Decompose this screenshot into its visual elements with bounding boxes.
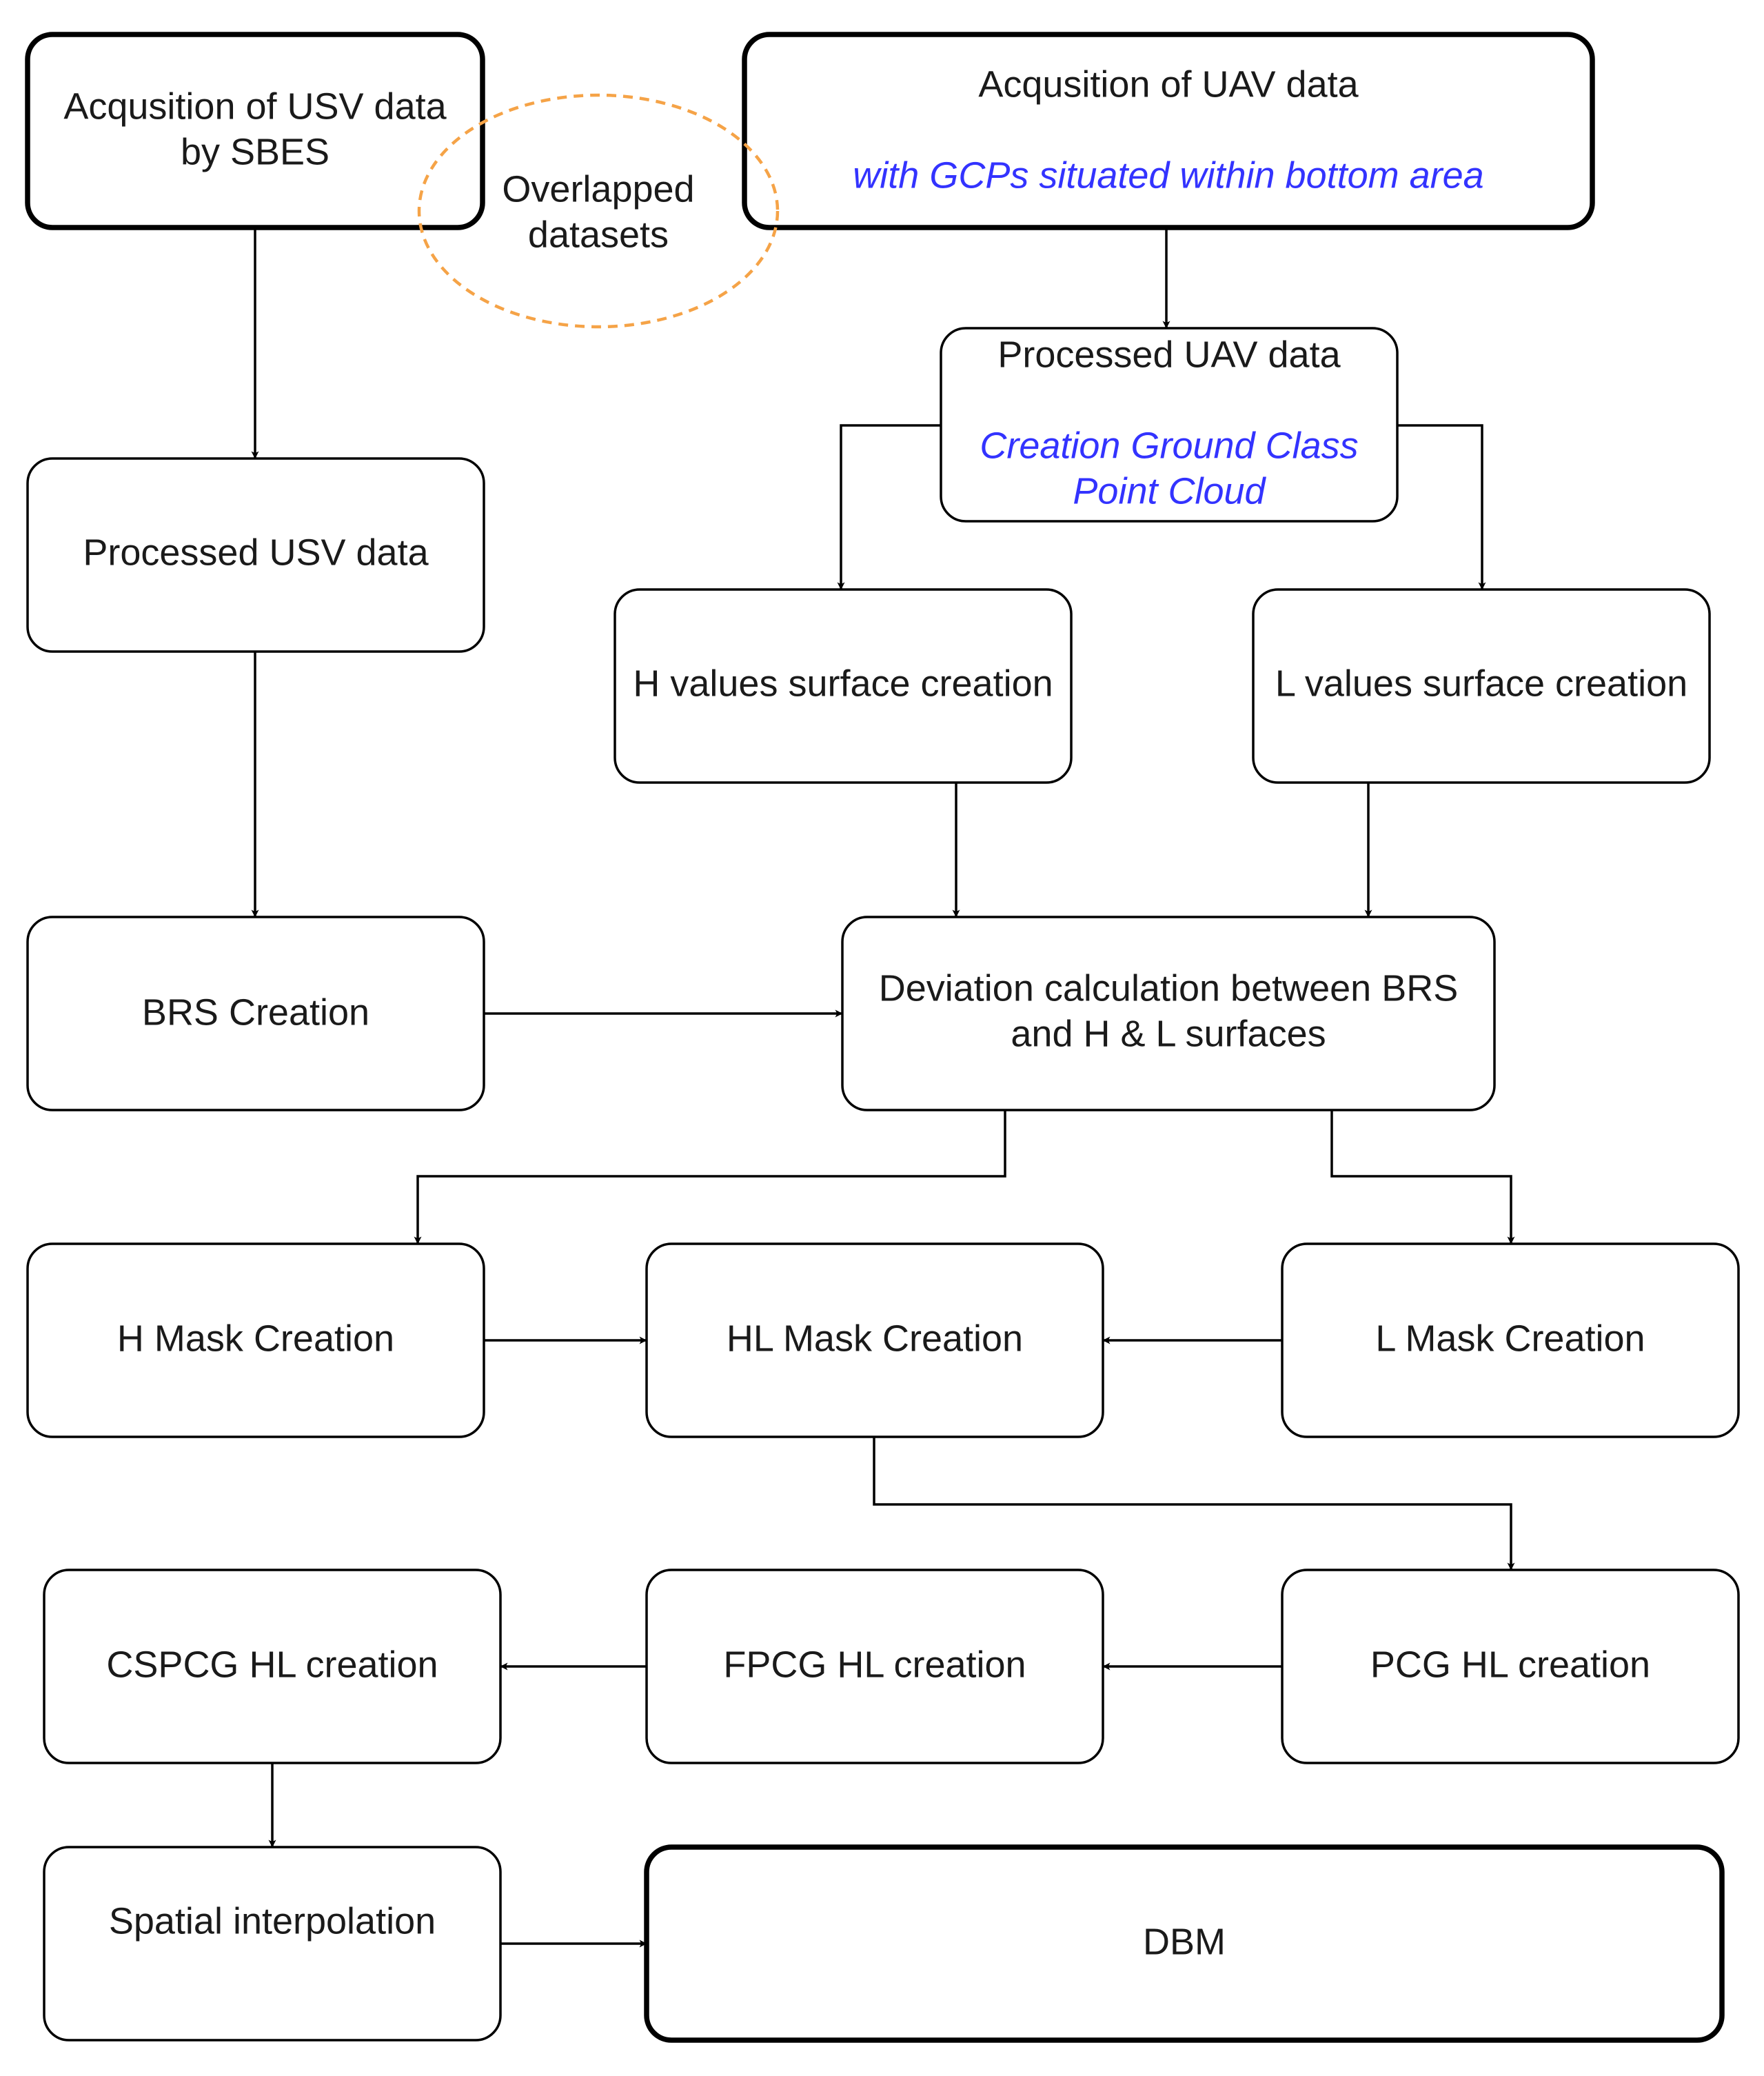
node-deviation-box bbox=[841, 916, 1496, 1111]
node-h-mask: H Mask Creation bbox=[26, 1242, 485, 1438]
node-brs-creation: BRS Creation bbox=[26, 916, 485, 1111]
node-h-surface-label: H values surface creation bbox=[633, 663, 1053, 704]
node-usv-acquisition-label: Acqusition of USV data bbox=[63, 85, 447, 127]
node-h-mask-box bbox=[26, 1242, 485, 1438]
node-deviation-label: and H & L surfaces bbox=[1011, 1013, 1326, 1054]
node-pcg-hl-label: PCG HL creation bbox=[1370, 1644, 1650, 1685]
node-usv-processed: Processed USV data bbox=[26, 457, 485, 653]
node-hl-mask: HL Mask Creation bbox=[645, 1242, 1104, 1438]
edge-deviation-to-h-mask bbox=[414, 1110, 1006, 1244]
node-cspcg-hl: CSPCG HL creation bbox=[43, 1569, 502, 1764]
node-brs-creation-label: BRS Creation bbox=[142, 991, 369, 1033]
node-brs-creation-box bbox=[26, 916, 485, 1111]
overlap-note-label: datasets bbox=[528, 214, 669, 255]
node-fpcg-hl-label: FPCG HL creation bbox=[723, 1644, 1026, 1685]
node-uav-processed-sublabel: Creation Ground Class bbox=[980, 425, 1358, 466]
node-uav-acquisition-box bbox=[742, 32, 1595, 230]
node-uav-processed-label: Processed UAV data bbox=[997, 334, 1341, 375]
node-spatial-interp-box bbox=[43, 1846, 502, 2042]
edge-uav-processed-to-h-surface bbox=[837, 424, 941, 590]
node-uav-acquisition-label: Acqusition of UAV data bbox=[978, 63, 1359, 105]
overlap-dashed-ellipse bbox=[417, 93, 780, 329]
edges-layer bbox=[251, 228, 1515, 1948]
node-cspcg-hl-box bbox=[43, 1569, 502, 1764]
node-usv-processed-label: Processed USV data bbox=[83, 532, 429, 573]
node-hl-mask-box bbox=[645, 1242, 1104, 1438]
node-l-mask: L Mask Creation bbox=[1281, 1242, 1740, 1438]
node-hl-mask-label: HL Mask Creation bbox=[727, 1318, 1023, 1359]
node-pcg-hl: PCG HL creation bbox=[1281, 1569, 1740, 1764]
node-cspcg-hl-label: CSPCG HL creation bbox=[106, 1644, 438, 1685]
node-pcg-hl-box bbox=[1281, 1569, 1740, 1764]
edge-uav-processed-to-l-surface bbox=[1397, 424, 1486, 590]
node-uav-processed-sublabel: Point Cloud bbox=[1073, 470, 1266, 512]
node-dbm-box bbox=[644, 1844, 1725, 2043]
node-uav-acquisition-sublabel: with GCPs situated within bottom area bbox=[853, 154, 1483, 196]
node-l-surface: L values surface creation bbox=[1252, 588, 1711, 784]
node-usv-processed-box bbox=[26, 457, 485, 653]
node-spatial-interp: Spatial interpolation bbox=[43, 1846, 502, 2042]
edge-deviation-to-l-mask bbox=[1330, 1110, 1515, 1244]
node-uav-acquisition: Acqusition of UAV data with GCPs situated… bbox=[742, 32, 1595, 230]
node-h-surface-box bbox=[614, 588, 1073, 784]
node-dbm-label: DBM bbox=[1143, 1921, 1226, 1962]
node-usv-acquisition-box bbox=[25, 32, 485, 230]
node-l-mask-label: L Mask Creation bbox=[1375, 1318, 1645, 1359]
node-l-surface-label: L values surface creation bbox=[1275, 663, 1687, 704]
node-h-mask-label: H Mask Creation bbox=[117, 1318, 394, 1359]
node-uav-processed-box bbox=[940, 327, 1399, 523]
node-fpcg-hl-box bbox=[645, 1569, 1104, 1764]
node-usv-acquisition-label: by SBES bbox=[181, 131, 330, 172]
node-l-mask-box bbox=[1281, 1242, 1740, 1438]
node-deviation-label: Deviation calculation between BRS bbox=[879, 967, 1458, 1009]
node-dbm: DBM bbox=[644, 1844, 1725, 2043]
edge-hl-mask-to-pcg-hl bbox=[873, 1437, 1515, 1571]
node-l-surface-box bbox=[1252, 588, 1711, 784]
node-h-surface: H values surface creation bbox=[614, 588, 1073, 784]
node-fpcg-hl: FPCG HL creation bbox=[645, 1569, 1104, 1764]
overlap-note-label: Overlapped bbox=[502, 168, 694, 210]
node-spatial-interp-label: Spatial interpolation bbox=[109, 1900, 436, 1942]
